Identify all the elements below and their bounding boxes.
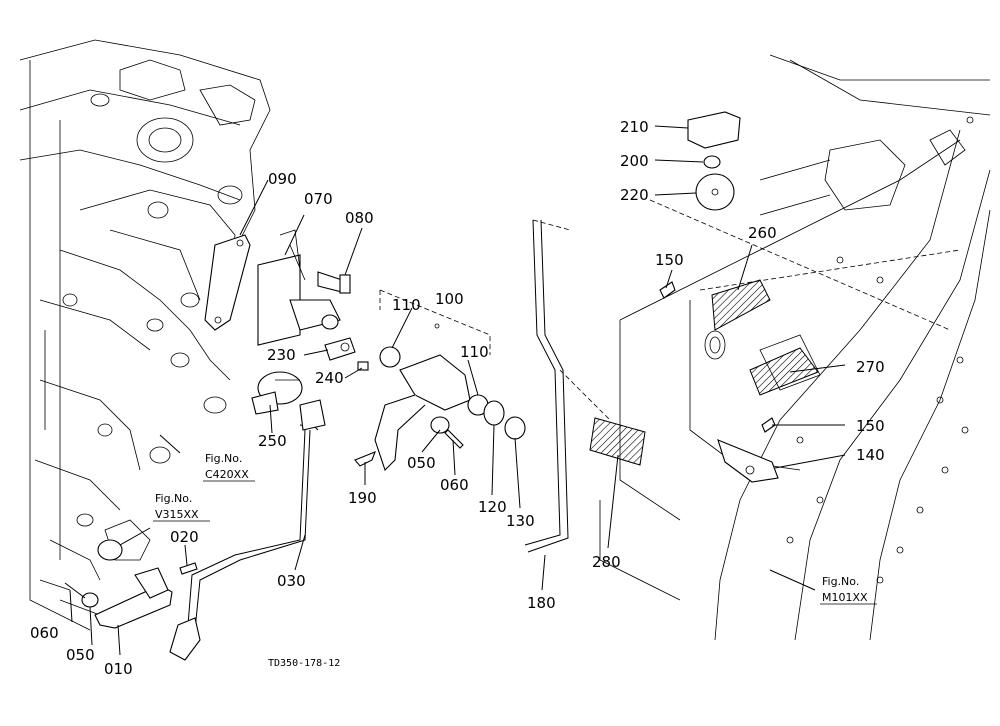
label-090: 090: [268, 170, 297, 188]
washer-120-shape: [483, 400, 505, 426]
pedal-link-dashed: [532, 219, 611, 421]
clip-190-shape: [354, 451, 376, 467]
knob-210-shape: [687, 111, 741, 149]
screw-240-shape: [357, 361, 369, 371]
plate-010-shape: [94, 539, 173, 629]
label-030: 030: [277, 572, 306, 590]
pin-bracket-shape: [289, 299, 341, 331]
label-050-left: 050: [66, 646, 95, 664]
label-100: 100: [435, 290, 464, 308]
label-210: 210: [620, 118, 649, 136]
label-130: 130: [506, 512, 535, 530]
label-150-right: 150: [856, 417, 885, 435]
label-110-right: 110: [460, 343, 489, 361]
callout-labels: 090 070 080 110 100 110 230 240 250 050 …: [30, 118, 885, 678]
bracket-070-shape: [257, 229, 306, 346]
figure-references: Fig.No. C420XX Fig.No. V315XX Fig.No. M1…: [153, 452, 877, 605]
cover-280-shape: [589, 417, 646, 466]
cover-260-shape: [711, 279, 771, 331]
label-120: 120: [478, 498, 507, 516]
fig-ref-v315-label: Fig.No.: [155, 492, 192, 505]
plate-090-shape: [204, 234, 251, 331]
engine-housing-drawing: [19, 39, 271, 631]
label-220: 220: [620, 186, 649, 204]
washer-050-shape: [81, 416, 450, 608]
fig-ref-c420-code: C420XX: [205, 468, 249, 481]
label-060-left: 060: [30, 624, 59, 642]
lever-100-shape: [374, 323, 471, 472]
assembly-100-bracket: [379, 289, 491, 355]
cover-270-shape: [749, 347, 819, 396]
label-150-top: 150: [655, 251, 684, 269]
pin-060-shape: [64, 429, 464, 599]
fig-ref-v315-code: V315XX: [155, 508, 199, 521]
label-280: 280: [592, 553, 621, 571]
nut-200-shape: [703, 155, 721, 169]
label-110-left: 110: [392, 296, 421, 314]
label-240: 240: [315, 369, 344, 387]
fig-ref-m101-code: M101XX: [822, 591, 868, 604]
label-010: 010: [104, 660, 133, 678]
label-050-center: 050: [407, 454, 436, 472]
leader-lines: [69, 125, 846, 656]
clamp-250-shape: [251, 371, 303, 415]
fig-ref-m101-label: Fig.No.: [822, 575, 859, 588]
label-180: 180: [527, 594, 556, 612]
bracket-140-shape: [717, 439, 779, 483]
pin-020-shape: [179, 562, 198, 575]
label-250: 250: [258, 432, 287, 450]
label-270: 270: [856, 358, 885, 376]
label-080: 080: [345, 209, 374, 227]
label-140: 140: [856, 446, 885, 464]
label-190: 190: [348, 489, 377, 507]
label-060-center: 060: [440, 476, 469, 494]
bolt-080-shape: [317, 271, 351, 294]
rod-030-shape: [169, 399, 326, 661]
spring-230-shape: [324, 337, 356, 361]
clip-130-shape: [504, 416, 526, 440]
cabin-panel-drawing: [599, 54, 991, 641]
label-260: 260: [748, 224, 777, 242]
label-070: 070: [304, 190, 333, 208]
label-020: 020: [170, 528, 199, 546]
fig-ref-c420-label: Fig.No.: [205, 452, 242, 465]
washer-220-shape: [695, 173, 735, 211]
label-230: 230: [267, 346, 296, 364]
label-200: 200: [620, 152, 649, 170]
drawing-code: TD350-178-12: [268, 658, 340, 669]
rod-180-shape: [524, 219, 569, 553]
